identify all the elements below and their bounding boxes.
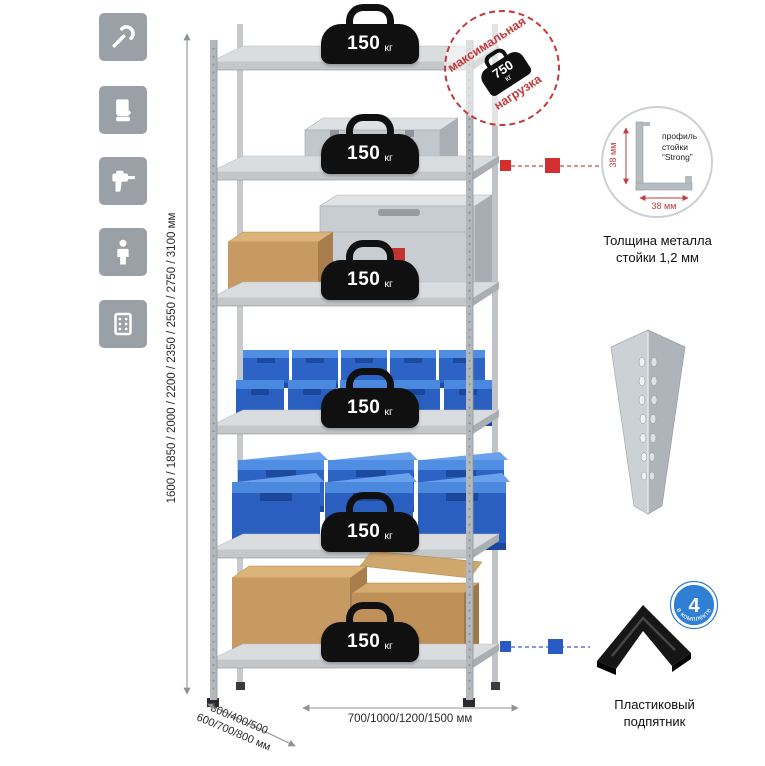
rack-foot xyxy=(491,682,500,690)
rack-post-back-left xyxy=(237,24,243,684)
drill-tile xyxy=(99,157,147,205)
load-value: 150 xyxy=(347,397,381,418)
height-dimension-label: 1600 / 1850 / 2000 / 2200 / 2350 / 2550 … xyxy=(166,212,178,504)
profile-vertical-dim: 38 мм xyxy=(608,142,618,168)
rack-foot xyxy=(463,698,475,707)
profile-detail-circle xyxy=(601,106,713,218)
load-unit: кг xyxy=(384,529,393,542)
foot-connector xyxy=(500,639,590,654)
weight-handle xyxy=(346,368,394,391)
rack-post-back-right xyxy=(492,24,498,684)
profile-label: профиль стойки “Strong” xyxy=(662,131,698,163)
person-tile xyxy=(99,228,147,276)
plastic-foot-image xyxy=(597,605,691,675)
wrench-tile xyxy=(99,13,147,61)
weight-handle xyxy=(346,114,394,137)
kit-count-value: 4 xyxy=(688,595,700,617)
kit-count-badge: 4 в комплекте xyxy=(669,580,719,630)
weight-handle xyxy=(346,240,394,263)
load-value: 150 xyxy=(347,33,381,54)
profile-caption: Толщина металла стойки 1,2 мм xyxy=(603,233,712,265)
rack-post-tile xyxy=(99,300,147,348)
load-unit: кг xyxy=(384,151,393,164)
weight-handle xyxy=(346,492,394,515)
load-value: 150 xyxy=(347,631,381,652)
load-unit: кг xyxy=(384,41,393,54)
width-dimension-label: 700/1000/1200/1500 мм xyxy=(347,713,473,725)
rack-post-front-left xyxy=(210,40,218,700)
person-icon xyxy=(117,239,129,265)
depth-dimension-line xyxy=(207,703,296,747)
foot-caption: Пластиковый подпятник xyxy=(614,697,695,729)
rack-post-icon xyxy=(114,312,132,336)
rack-foot xyxy=(236,682,245,690)
max-load-unit: кг xyxy=(503,72,514,84)
rack-foot xyxy=(207,698,219,707)
load-value: 150 xyxy=(347,269,381,290)
wrench-icon xyxy=(112,25,135,48)
load-unit: кг xyxy=(384,405,393,418)
profile-horizontal-dim: 38 мм xyxy=(651,201,677,211)
weight-handle xyxy=(346,602,394,625)
load-value: 150 xyxy=(347,521,381,542)
gloves-tile xyxy=(99,86,147,134)
load-value: 150 xyxy=(347,143,381,164)
weight-handle xyxy=(346,4,394,27)
load-unit: кг xyxy=(384,277,393,290)
profile-connector xyxy=(500,158,601,173)
load-unit: кг xyxy=(384,639,393,652)
upright-post-image xyxy=(610,329,686,515)
rack-post-front-right xyxy=(466,40,474,700)
gloves-icon xyxy=(116,99,132,122)
drill-icon xyxy=(112,170,135,192)
